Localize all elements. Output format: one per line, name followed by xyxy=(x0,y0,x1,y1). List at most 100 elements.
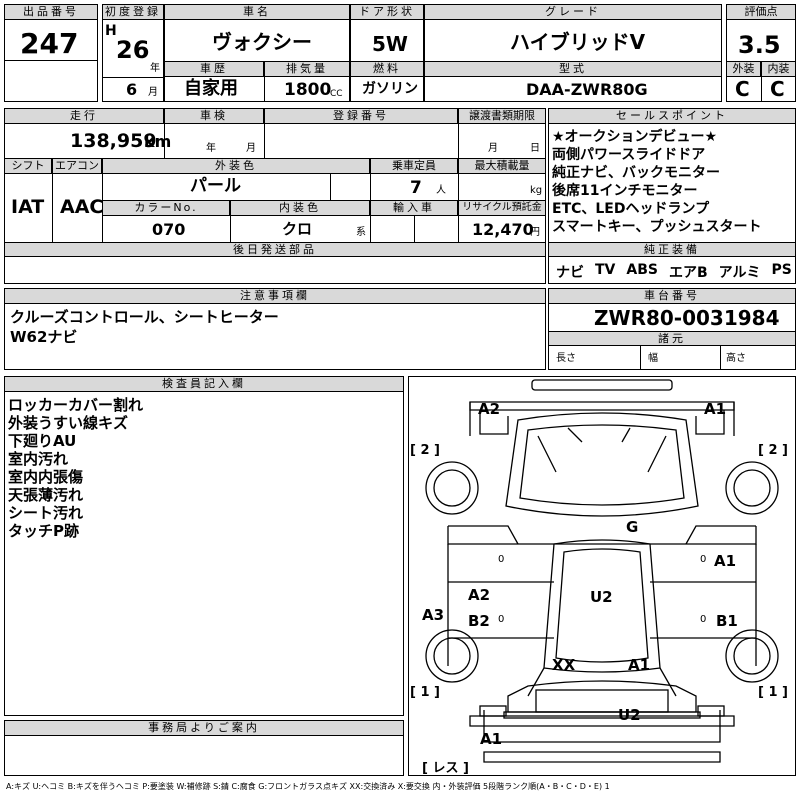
damage-mark: A1 xyxy=(714,552,736,570)
sales-item: ★オークションデビュー★ xyxy=(552,129,718,145)
equip-item: TV xyxy=(595,262,616,278)
damage-mark: A1 xyxy=(480,730,502,748)
rear-window xyxy=(535,689,669,713)
grade-value: ハイブリッドV xyxy=(510,30,646,54)
door-label: ドア形状 xyxy=(350,4,424,20)
damage-mark: A1 xyxy=(704,400,726,418)
model-value: DAA-ZWR80G xyxy=(526,80,648,99)
damage-mark: XX xyxy=(552,656,576,674)
equip-item: アルミ xyxy=(718,265,761,281)
intcolor-label: 内装色 xyxy=(230,200,370,216)
rear-hatch xyxy=(507,680,697,713)
sales-item: ETC、LEDヘッドランプ xyxy=(552,201,710,217)
chassis-value: ZWR80-0031984 xyxy=(594,306,780,330)
lot-divider xyxy=(4,60,98,61)
tire-grade: [ 2 ] xyxy=(410,443,440,458)
history-label: 車歴 xyxy=(164,61,264,77)
chassis-label: 車台番号 xyxy=(548,288,796,304)
door-value: 5W xyxy=(372,32,408,56)
inspect-year: 年 xyxy=(206,143,216,154)
sales-item: 両側パワースライドドア xyxy=(552,147,706,163)
damage-mark: A3 xyxy=(422,606,444,624)
dim-width: 幅 xyxy=(648,353,658,364)
ac-value: AAC xyxy=(60,196,104,218)
notes-line: クルーズコントロール、シートヒーター xyxy=(10,308,279,326)
diagram-box xyxy=(408,376,796,776)
fuel-value: ガソリン xyxy=(362,81,418,97)
office-label: 事務局よりご案内 xyxy=(4,720,404,736)
zero-marker: 0 xyxy=(700,554,706,565)
equip-list: ナビ TV ABS エアB アルミ PS PW xyxy=(556,262,800,282)
damage-mark: B1 xyxy=(716,612,738,630)
mileage-label: 走行 xyxy=(4,108,164,124)
tire-grade-spare: [ レス ] xyxy=(422,761,469,776)
score-value: 3.5 xyxy=(738,31,781,59)
damage-mark: A2 xyxy=(478,400,500,418)
tire-front-right xyxy=(725,461,779,515)
reg-month: 6 xyxy=(126,80,138,99)
shift-divider xyxy=(52,174,53,242)
car-diagram: A2 A1 G A1 A2 B2 U2 A3 B1 XX A1 U2 A1 [ … xyxy=(410,379,788,776)
sales-item: スマートキー、プッシュスタート xyxy=(552,219,762,235)
inspector-item: タッチP跡 xyxy=(8,522,79,540)
grade-label: グレード xyxy=(424,4,722,20)
zero-marker: 0 xyxy=(700,614,706,625)
tire-grade: [ 1 ] xyxy=(410,685,440,700)
inspect-label: 車検 xyxy=(164,108,264,124)
equip-item: ABS xyxy=(626,262,658,278)
ac-label: エアコン xyxy=(52,158,102,174)
front-edge xyxy=(469,401,735,411)
disp-value: 1800 xyxy=(284,80,332,100)
lot-label: 出品番号 xyxy=(4,4,98,20)
color-subdivider xyxy=(330,174,331,200)
score-label: 評価点 xyxy=(726,4,796,20)
import-label: 輸入車 xyxy=(370,200,458,216)
shift-label: シフト xyxy=(4,158,52,174)
colorno-value: 070 xyxy=(152,220,186,239)
colorno-label: カラーNo. xyxy=(102,200,230,216)
reg-year: 26 xyxy=(116,36,150,64)
load-label: 最大積載量 xyxy=(458,158,546,174)
disp-label: 排気量 xyxy=(264,61,350,77)
front-bumper-top xyxy=(531,379,673,391)
sales-label: セールスポイント xyxy=(548,108,796,124)
mileage-value: 138,959 xyxy=(70,130,157,152)
tire-grade: [ 2 ] xyxy=(758,443,788,458)
tire-front-left xyxy=(425,461,479,515)
hood-windshield xyxy=(505,412,699,517)
inspector-item: 天張薄汚れ xyxy=(8,486,84,504)
damage-mark: B2 xyxy=(468,612,490,630)
history-value: 自家用 xyxy=(184,78,238,99)
equip-item: エアB xyxy=(668,265,708,281)
dim-height: 高さ xyxy=(726,353,746,364)
year-unit: 年 xyxy=(150,63,160,74)
inspector-item: 室内内張傷 xyxy=(8,468,84,486)
int-label: 内装 xyxy=(761,61,796,77)
inspect-month: 月 xyxy=(246,143,256,154)
later-label: 後日発送部品 xyxy=(4,242,546,257)
sales-item: 後席11インチモニター xyxy=(552,183,698,199)
inspector-label: 検査員記入欄 xyxy=(4,376,404,392)
inspector-item: 外装うすい線キズ xyxy=(8,414,129,432)
notes-line: W62ナビ xyxy=(10,328,78,346)
doc-label: 譲渡書類期限 xyxy=(458,108,546,124)
equip-label: 純正装備 xyxy=(548,242,796,257)
tire-rear-right xyxy=(725,629,779,683)
equip-item: ナビ xyxy=(556,265,584,281)
regno-divider xyxy=(458,124,459,158)
sales-list: ★オークションデビュー★ 両側パワースライドドア 純正ナビ、バックモニター 後席… xyxy=(552,128,761,236)
load-unit: kg xyxy=(530,185,543,196)
model-label: 型式 xyxy=(424,61,722,77)
inspect-divider xyxy=(264,124,265,158)
inspector-item: ロッカーカバー割れ xyxy=(8,396,144,414)
notes-label: 注意事項欄 xyxy=(4,288,546,304)
dims-label: 諸元 xyxy=(548,331,796,346)
lot-number: 247 xyxy=(20,27,79,60)
inspector-item: シート汚れ xyxy=(8,504,84,522)
inspector-item: 下廻りAU xyxy=(8,432,77,450)
recycle-label: リサイクル預託金 xyxy=(458,200,546,216)
ext-grade: C xyxy=(735,77,750,101)
equip-item: PS xyxy=(771,262,792,278)
inspector-item: 室内汚れ xyxy=(8,450,69,468)
color-label: 外装色 xyxy=(102,158,370,174)
